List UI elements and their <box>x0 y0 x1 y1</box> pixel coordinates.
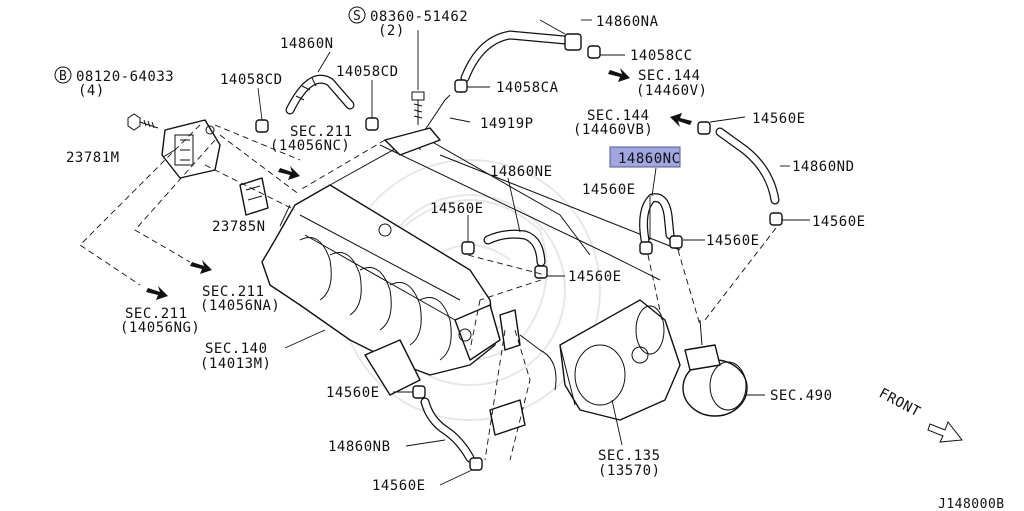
label-14860NB[interactable]: 14860NB <box>328 439 391 455</box>
label-sec211-na-ref: (14056NA) <box>200 298 280 314</box>
bolt-08120-64033[interactable] <box>127 113 159 131</box>
s-symbol-circle <box>348 6 366 24</box>
clamp-14058CC[interactable] <box>587 45 601 59</box>
label-sec144-a[interactable]: SEC.144 <box>638 68 701 84</box>
label-sec135-ref: (13570) <box>598 463 661 479</box>
clamp-14560E-f[interactable] <box>461 241 475 255</box>
label-14560E-d[interactable]: 14560E <box>812 214 866 230</box>
hose-14860NE[interactable] <box>483 229 546 267</box>
label-14860NC[interactable]: 14860NC <box>618 151 681 167</box>
breather-tube <box>489 309 557 436</box>
clamp-14560E-g[interactable] <box>412 385 426 399</box>
clamp-14560E-e[interactable] <box>534 265 548 279</box>
label-sec140-ref: (14013M) <box>200 356 271 372</box>
arrow-sec211-ng <box>146 286 168 300</box>
routing-dashes <box>79 124 777 461</box>
label-14560E-h[interactable]: 14560E <box>372 478 426 494</box>
label-sec144-a-ref: (14460V) <box>636 83 707 99</box>
label-14058CD-a[interactable]: 14058CD <box>220 72 283 88</box>
label-14058CA[interactable]: 14058CA <box>496 80 559 96</box>
oil-filter[interactable] <box>682 319 748 417</box>
timing-cover[interactable] <box>559 299 681 421</box>
b-symbol-circle <box>54 66 72 84</box>
hose-14860ND[interactable] <box>715 127 780 205</box>
arrow-sec211-na <box>190 260 212 274</box>
s-symbol-label: S <box>353 9 361 24</box>
label-08120-64033[interactable]: 08120-64033 <box>76 69 174 85</box>
clamp-14058CD-b[interactable] <box>365 117 379 131</box>
label-sec135[interactable]: SEC.135 <box>598 448 661 464</box>
label-14058CC[interactable]: 14058CC <box>630 48 693 64</box>
front-indicator <box>927 420 963 443</box>
highlight-box <box>609 146 681 168</box>
label-14560E-f[interactable]: 14560E <box>568 269 622 285</box>
gasket-23785N[interactable] <box>239 177 269 216</box>
bolt-08360-51462[interactable] <box>411 91 425 125</box>
hose-14860NA[interactable] <box>460 30 582 83</box>
clamp-14560E-b[interactable] <box>769 212 783 226</box>
label-14560E-c[interactable]: 14560E <box>430 201 484 217</box>
pcv-valve-23781M[interactable] <box>161 119 221 179</box>
label-14860N[interactable]: 14860N <box>280 36 334 52</box>
arrow-sec144-v <box>608 68 630 82</box>
arrow-sec144-vb <box>670 113 692 127</box>
clamps <box>255 45 783 471</box>
label-14560E-b[interactable]: 14560E <box>582 182 636 198</box>
label-14919P[interactable]: 14919P <box>480 116 534 132</box>
label-14560E-g[interactable]: 14560E <box>326 385 380 401</box>
diagram-code: J148000B <box>938 497 1005 511</box>
direction-arrows <box>146 68 692 300</box>
hose-14860NB[interactable] <box>420 397 475 463</box>
clamp-14058CD-a[interactable] <box>255 119 269 133</box>
label-14860NE[interactable]: 14860NE <box>490 164 553 180</box>
hose-14860NC[interactable] <box>639 193 675 245</box>
label-sec211-nc[interactable]: SEC.211 <box>290 124 353 140</box>
arrow-sec211-nc <box>278 166 300 180</box>
clamp-14058CA[interactable] <box>454 79 468 93</box>
label-sec211-ng[interactable]: SEC.211 <box>125 306 188 322</box>
label-23785N[interactable]: 23785N <box>212 219 266 235</box>
label-sec490[interactable]: SEC.490 <box>770 388 833 404</box>
label-08360-51462[interactable]: 08360-51462 <box>370 9 468 25</box>
label-sec140[interactable]: SEC.140 <box>205 341 268 357</box>
label-14560E-a[interactable]: 14560E <box>752 111 806 127</box>
label-sec144-b-ref: (14460VB) <box>573 122 653 138</box>
label-23781M[interactable]: 23781M <box>66 150 120 166</box>
label-sec211-na[interactable]: SEC.211 <box>202 284 265 300</box>
bracket-14919P[interactable] <box>384 94 451 156</box>
label-08360-qty: (2) <box>378 23 405 39</box>
hose-14860N[interactable] <box>285 74 355 115</box>
label-sec144-b[interactable]: SEC.144 <box>587 108 650 124</box>
leader-lines <box>162 19 810 486</box>
b-symbol-label: B <box>59 69 67 84</box>
front-label: FRONT <box>876 385 923 420</box>
label-14058CD-b[interactable]: 14058CD <box>336 64 399 80</box>
label-sec211-nc-ref: (14056NC) <box>270 138 350 154</box>
label-14560E-e[interactable]: 14560E <box>706 233 760 249</box>
labels: S 08360-51462 (2) B 08120-64033 (4) 1486… <box>54 6 1005 511</box>
clamp-14560E-d[interactable] <box>669 235 683 249</box>
label-sec211-ng-ref: (14056NG) <box>120 320 200 336</box>
intake-manifold[interactable] <box>261 134 591 396</box>
label-08120-qty: (4) <box>78 83 105 99</box>
clamp-14560E-h[interactable] <box>469 457 483 471</box>
label-14860NA[interactable]: 14860NA <box>596 14 659 30</box>
clamp-14560E-a[interactable] <box>697 121 711 135</box>
label-14860ND[interactable]: 14860ND <box>792 159 855 175</box>
clamp-14560E-c[interactable] <box>639 241 653 255</box>
